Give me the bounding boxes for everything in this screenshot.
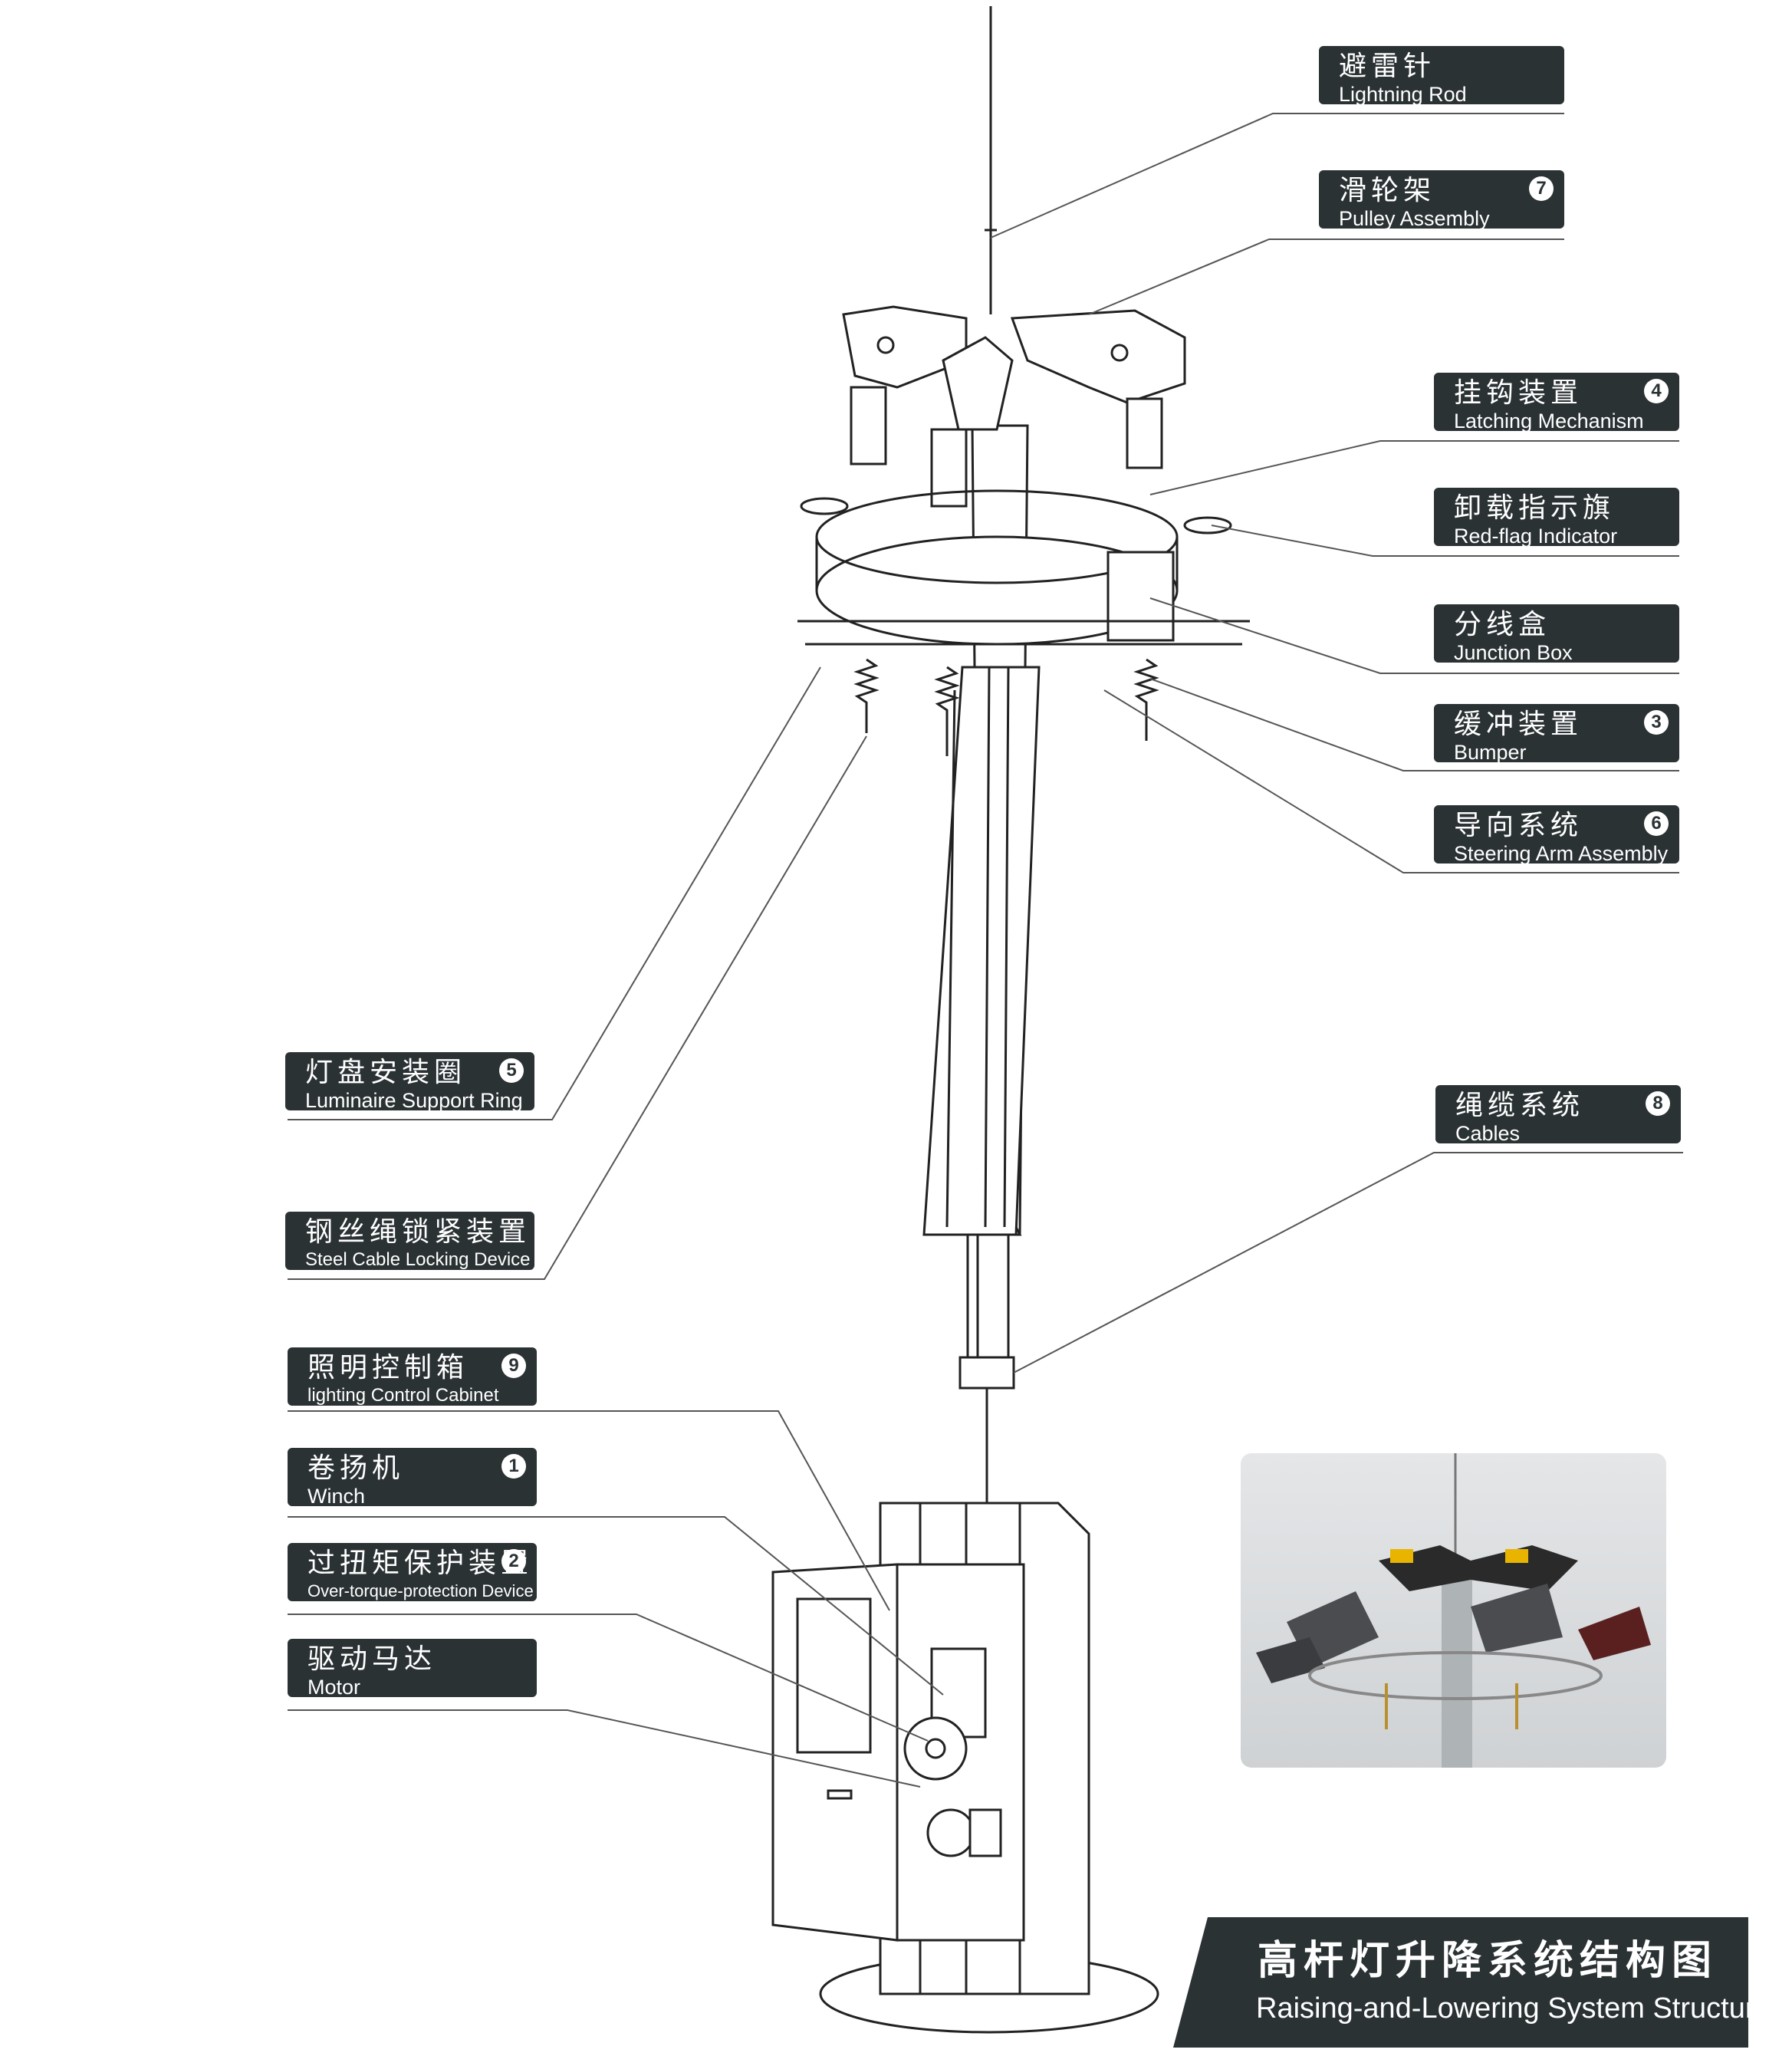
label-zh: 照明控制箱 [307,1352,469,1383]
label-number: 9 [501,1354,526,1378]
label-en: Cables [1455,1122,1521,1143]
label-en: Steel Cable Locking Device [305,1249,531,1270]
label-number: 4 [1644,379,1669,403]
label-red-flag-indicator: 卸载指示旗 Red-flag Indicator [1434,488,1679,546]
label-zh: 卷扬机 [307,1452,405,1484]
label-number: 1 [501,1454,526,1479]
label-en: Junction Box [1454,641,1573,663]
label-en: lighting Control Cabinet [307,1385,499,1406]
label-zh: 钢丝绳锁紧装置 [305,1216,531,1248]
label-zh: 滑轮架 [1339,175,1436,206]
label-number: 5 [499,1058,524,1083]
label-zh: 绳缆系统 [1455,1090,1585,1121]
label-en: Steering Arm Assembly [1454,842,1669,864]
label-en: Winch [307,1485,366,1506]
label-pulley-assembly: 滑轮架 Pulley Assembly 7 [1319,170,1564,229]
label-en: Bumper [1454,741,1527,762]
label-zh: 分线盒 [1454,609,1551,640]
label-number: 8 [1646,1091,1670,1116]
motor-shape [903,1716,968,1781]
label-number: 7 [1529,176,1554,201]
label-zh: 缓冲装置 [1454,709,1583,740]
label-winch: 卷扬机 Winch 1 [288,1448,537,1506]
label-zh: 挂钩装置 [1454,377,1583,409]
label-over-torque-protection-device: 过扭矩保护装置 Over-torque-protection Device 2 [288,1543,537,1601]
label-en: Luminaire Support Ring [305,1089,523,1110]
label-zh: 卸载指示旗 [1454,492,1616,524]
junction-box-shape [1106,551,1175,642]
label-en: Motor [307,1676,361,1697]
label-zh: 驱动马达 [307,1643,437,1675]
diagram-title-banner: 高杆灯升降系统结构图 Raising-and-Lowering System S… [1173,1917,1748,2048]
label-lightning-rod: 避雷针 Lightning Rod [1319,46,1564,104]
label-bumper: 缓冲装置 Bumper 3 [1434,704,1679,762]
label-number: 2 [501,1549,526,1574]
label-zh: 导向系统 [1454,810,1583,841]
label-lighting-control-cabinet: 照明控制箱 lighting Control Cabinet 9 [288,1347,537,1406]
label-en: Pulley Assembly [1339,207,1490,229]
title-en: Raising-and-Lowering System Structure [1256,1992,1771,2025]
label-number: 6 [1644,811,1669,836]
label-en: Latching Mechanism [1454,410,1644,431]
label-luminaire-support-ring: 灯盘安装圈 Luminaire Support Ring 5 [285,1052,534,1110]
label-steel-cable-locking-device: 钢丝绳锁紧装置 Steel Cable Locking Device [285,1212,534,1270]
label-zh: 灯盘安装圈 [305,1057,467,1088]
label-motor: 驱动马达 Motor [288,1639,537,1697]
label-zh: 避雷针 [1339,51,1436,82]
label-zh: 过扭矩保护装置 [307,1548,534,1579]
label-en: Over-torque-protection Device [307,1581,534,1600]
label-cables: 绳缆系统 Cables 8 [1435,1085,1681,1143]
label-latching-mechanism: 挂钩装置 Latching Mechanism 4 [1434,373,1679,431]
label-en: Lightning Rod [1339,83,1467,104]
label-en: Red-flag Indicator [1454,525,1618,546]
label-junction-box: 分线盒 Junction Box [1434,604,1679,663]
lamp-head-photo [1241,1453,1666,1768]
label-steering-arm-assembly: 导向系统 Steering Arm Assembly 6 [1434,805,1679,864]
title-zh: 高杆灯升降系统结构图 [1258,1938,1718,1984]
label-number: 3 [1644,710,1669,735]
